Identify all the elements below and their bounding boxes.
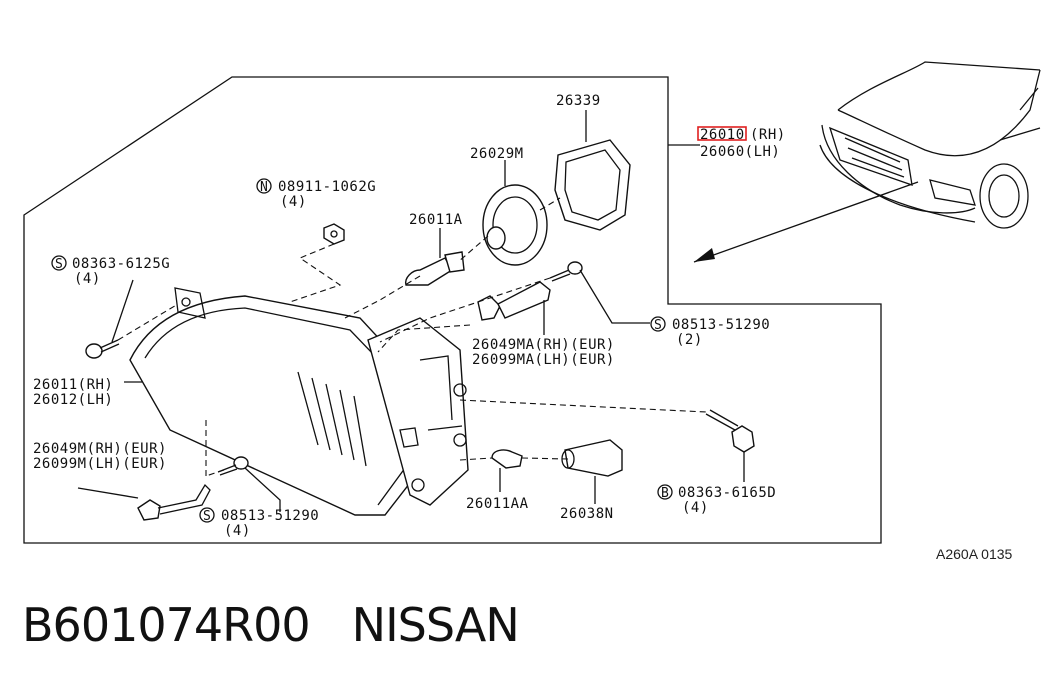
label-08363-6165d-num: 08363-6165D [678, 485, 776, 501]
bulb-26011aa [491, 449, 523, 469]
brand-name: NISSAN [351, 598, 520, 652]
connector-26049m [137, 483, 211, 521]
label-08513-bottom-qty: (4) [224, 523, 251, 539]
label-26011-rh: 26011(RH) [33, 377, 113, 393]
label-26099ma: 26099MA(LH)(EUR) [472, 352, 615, 368]
label-26029m: 26029M [470, 146, 524, 162]
ring-26339 [554, 139, 631, 231]
label-08911-num: 08911-1062G [278, 179, 376, 195]
screw-08363-6125g [85, 339, 120, 359]
car-thumbnail [693, 61, 1041, 263]
label-08363-6165d-qty: (4) [682, 500, 709, 516]
reference-code: A260A 0135 [936, 546, 1013, 562]
label-26339: 26339 [556, 93, 601, 109]
screw-08513-bottom [217, 456, 249, 476]
label-26011aa: 26011AA [466, 496, 529, 512]
symbol-s-3: S [203, 509, 211, 524]
label-26060-lh: 26060(LH) [700, 144, 780, 160]
label-26099m: 26099M(LH)(EUR) [33, 456, 167, 472]
label-26049m: 26049M(RH)(EUR) [33, 441, 167, 457]
symbol-s-1: S [55, 257, 63, 272]
socket-26038n [561, 439, 623, 477]
highlight-box [697, 126, 747, 141]
symbol-n: N [260, 180, 268, 195]
label-26049ma: 26049MA(RH)(EUR) [472, 337, 615, 353]
part-number: B601074R00 [22, 598, 311, 652]
symbol-s-2: S [654, 318, 662, 333]
label-26038n: 26038N [560, 506, 614, 522]
headlamp-housing [129, 287, 469, 516]
cap-26029m [482, 184, 548, 266]
label-08363-6125g-num: 08363-6125G [72, 256, 170, 272]
bulb-26011a [405, 251, 465, 286]
label-26010-rh: (RH) [750, 127, 786, 143]
footer: B601074R00 NISSAN [22, 598, 561, 652]
symbol-b: B [661, 486, 669, 501]
bolt-08363-6165d [705, 409, 755, 453]
label-08911-qty: (4) [280, 194, 307, 210]
label-26011a: 26011A [409, 212, 463, 228]
label-26010: 26010 [700, 127, 745, 143]
connector-26049ma [477, 281, 551, 321]
screw-08513-top [549, 261, 583, 282]
label-08513-top-num: 08513-51290 [672, 317, 770, 333]
nut-08911 [323, 223, 345, 245]
label-08513-top-qty: (2) [676, 332, 703, 348]
diagram-frame [23, 76, 882, 544]
label-26012-lh: 26012(LH) [33, 392, 113, 408]
label-08513-bottom-num: 08513-51290 [221, 508, 319, 524]
label-08363-6125g-qty: (4) [74, 271, 101, 287]
